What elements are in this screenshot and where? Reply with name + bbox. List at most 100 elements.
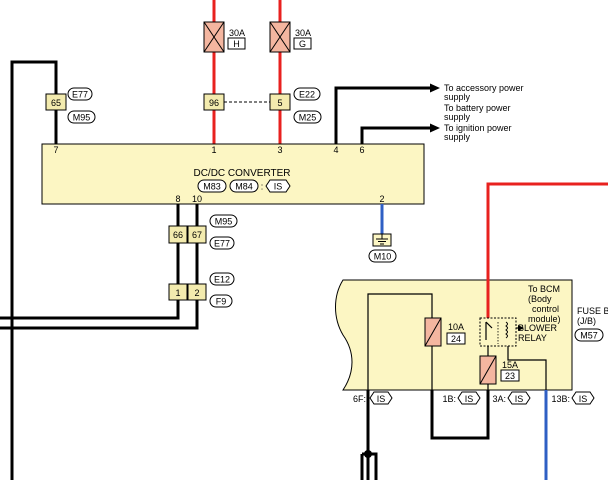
connector-tag-m95-top: M95: [67, 110, 96, 124]
svg-text:3A:: 3A:: [492, 394, 506, 404]
svg-text:10A: 10A: [448, 322, 464, 332]
connector-tag-e77-low: E77: [209, 236, 235, 250]
svg-text:M25: M25: [299, 113, 317, 123]
svg-text:(Body: (Body: [528, 294, 552, 304]
svg-text:1: 1: [175, 288, 180, 298]
svg-text:module): module): [528, 314, 561, 324]
connector-tag-e12: E12: [209, 272, 235, 286]
svg-text:To BCM: To BCM: [528, 284, 560, 294]
svg-text:IS: IS: [579, 394, 588, 404]
svg-text:E77: E77: [214, 239, 230, 249]
splice-dot-icon: [364, 450, 372, 458]
svg-text:13B:: 13B:: [551, 394, 570, 404]
connector-66: 66: [168, 225, 188, 244]
svg-text:1B:: 1B:: [442, 394, 456, 404]
svg-text:E77: E77: [72, 90, 88, 100]
converter-name: DC/DC CONVERTER: [193, 168, 290, 179]
svg-text:M84: M84: [235, 182, 253, 192]
connector-tag-m25: M25: [293, 110, 322, 124]
label-battery-2: supply: [444, 112, 471, 122]
svg-text:F9: F9: [216, 297, 227, 307]
svg-text:2: 2: [194, 288, 199, 298]
arrow-ignition-icon: [430, 123, 440, 133]
svg-text:5: 5: [277, 98, 282, 108]
black-wire-1b-3a-loop: [430, 390, 490, 440]
svg-text:65: 65: [51, 98, 61, 108]
connector-tag-f9: F9: [209, 294, 233, 308]
bcm-arrow-icon: [518, 325, 524, 331]
pin-4-label: 4: [333, 145, 338, 155]
bcm-label: To BCM (Body control module): [528, 284, 561, 324]
label-accessory-1: To accessory power: [444, 83, 524, 93]
svg-text:66: 66: [173, 230, 183, 240]
connector-1-lower: 1: [168, 283, 188, 301]
label-accessory-2: supply: [444, 92, 471, 102]
pin-1-label: 1: [211, 145, 216, 155]
svg-text:M95: M95: [215, 217, 233, 227]
internal-wire-6f-fuse24: [367, 293, 433, 390]
terminal-1b: 1B: IS: [442, 391, 481, 405]
svg-text:control: control: [532, 304, 559, 314]
connector-tag-m10: M10: [368, 249, 397, 263]
svg-text:M83: M83: [203, 182, 221, 192]
svg-text:23: 23: [505, 371, 515, 381]
svg-text:6F:: 6F:: [353, 394, 366, 404]
connector-67: 67: [187, 225, 207, 244]
fuse-g-letter: G: [299, 39, 306, 49]
svg-text:E12: E12: [214, 275, 230, 285]
output-labels: To accessory power supply To battery pow…: [444, 83, 524, 142]
connector-tag-e77-top: E77: [67, 87, 93, 101]
fuse-block-title: FUSE B (J/B) M57: [574, 306, 608, 342]
pin-2-label: 2: [379, 194, 384, 204]
ground-icon: [372, 233, 392, 247]
svg-text:24: 24: [451, 334, 461, 344]
svg-text:BLOWER: BLOWER: [518, 323, 558, 333]
fuse-10a-24: 10A 24: [424, 317, 466, 347]
black-wire-pin7: [10, 60, 58, 480]
black-wire-pins-8-10: [0, 204, 199, 330]
terminal-3a: 3A: IS: [492, 391, 531, 405]
svg-text:M10: M10: [374, 252, 392, 262]
connector-tag-e22: E22: [293, 87, 321, 101]
fuse-30a-h: 30A H: [203, 21, 246, 53]
fuse-30a-g: 30A G: [269, 21, 312, 53]
svg-text:IS: IS: [377, 394, 386, 404]
svg-text:M95: M95: [73, 113, 91, 123]
pin-6-label: 6: [359, 145, 364, 155]
fuse-block-title-2: (J/B): [577, 316, 596, 326]
connector-2-lower: 2: [187, 283, 207, 301]
svg-text::: :: [261, 182, 264, 192]
svg-text:M57: M57: [580, 331, 598, 341]
label-ignition-2: supply: [444, 132, 471, 142]
svg-text:15A: 15A: [502, 360, 518, 370]
connector-5: 5: [269, 93, 291, 111]
arrow-accessory-icon: [430, 83, 440, 93]
converter-conn-m84: [229, 179, 259, 193]
internal-wire-relay-13b: [507, 346, 547, 390]
connector-tag-m95-low: M95: [209, 214, 238, 228]
dcdc-converter-block: 7 1 3 4 6 8 10 2 DC/DC CONVERTER M83 M84…: [41, 143, 425, 205]
blower-relay-icon: [479, 317, 517, 347]
svg-text:E22: E22: [299, 90, 315, 100]
fuse-15a-23: 15A 23: [479, 355, 520, 385]
blower-relay-label: BLOWER RELAY: [518, 323, 558, 343]
fuse-h-letter: H: [233, 39, 240, 49]
pin-8-label: 8: [175, 194, 180, 204]
svg-text:IS: IS: [465, 394, 474, 404]
fuse-h-amp: 30A: [229, 28, 245, 38]
pin-7-label: 7: [53, 145, 58, 155]
label-battery-1: To battery power: [444, 103, 511, 113]
terminal-6f: 6F: IS: [353, 391, 393, 405]
svg-text:IS: IS: [515, 394, 524, 404]
connector-96: 96: [203, 93, 225, 111]
connector-tag-m57: [574, 328, 604, 342]
fuse-g-amp: 30A: [295, 28, 311, 38]
black-wire-pin4: [334, 86, 432, 144]
svg-text:67: 67: [192, 230, 202, 240]
fuse-block-title-1: FUSE B: [577, 306, 608, 316]
converter-conn-m83: [197, 179, 227, 193]
converter-is-tag: [265, 179, 291, 193]
svg-text:RELAY: RELAY: [518, 333, 547, 343]
connector-65: 65: [45, 93, 67, 111]
